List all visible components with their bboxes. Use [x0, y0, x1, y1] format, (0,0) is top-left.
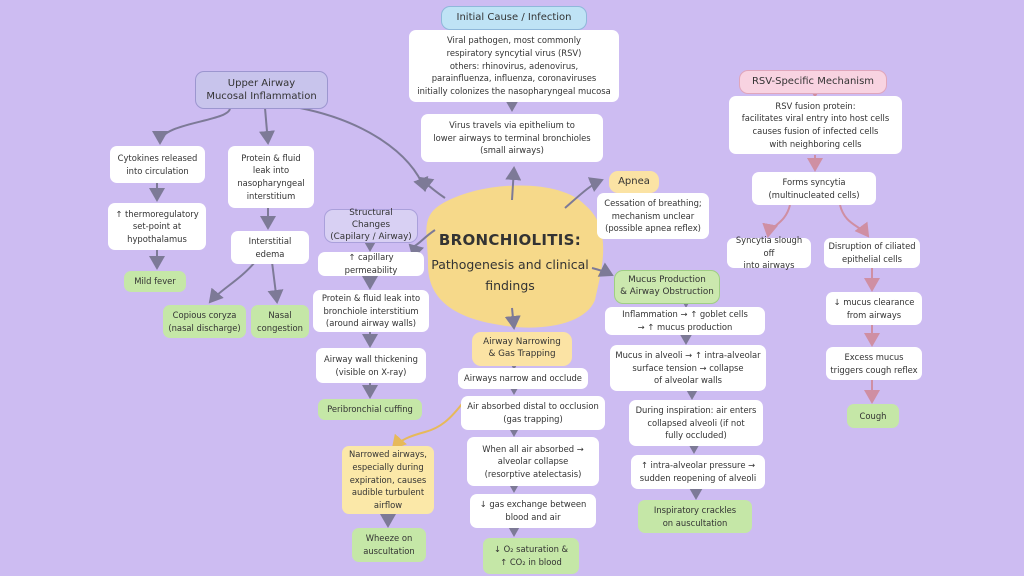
oxygen-saturation-box: ↓ O₂ saturation & ↑ CO₂ in blood	[483, 538, 579, 574]
mucus-clearance-box: ↓ mucus clearance from airways	[826, 292, 922, 325]
mild-fever-box: Mild fever	[124, 271, 186, 292]
wall-thickening-box: Airway wall thickening (visible on X-ray…	[316, 348, 426, 383]
coryza-box: Copious coryza (nasal discharge)	[163, 305, 246, 338]
alveolar-pressure-box: ↑ intra-alveolar pressure → sudden reope…	[631, 455, 765, 489]
inspiration-box: During inspiration: air enters collapsed…	[629, 400, 763, 446]
inflammation-goblet-box: Inflammation → ↑ goblet cells → ↑ mucus …	[605, 307, 765, 335]
central-subtitle: Pathogenesis and clinical findings	[431, 256, 589, 293]
airway-narrowing-header: Airway Narrowing & Gas Trapping	[472, 332, 572, 366]
protein-fluid-nasal-box: Protein & fluid leak into nasopharyngeal…	[228, 146, 314, 208]
bronchiole-leak-box: Protein & fluid leak into bronchiole int…	[313, 290, 429, 332]
resorptive-atelectasis-box: When all air absorbed → alveolar collaps…	[467, 437, 599, 486]
rsv-fusion-box: RSV fusion protein: facilitates viral en…	[729, 96, 902, 154]
upper-airway-header: Upper Airway Mucosal Inflammation	[195, 71, 328, 109]
inspiratory-crackles-box: Inspiratory crackles on auscultation	[638, 500, 752, 533]
forms-syncytia-box: Forms syncytia (multinucleated cells)	[752, 172, 876, 205]
central-topic: BRONCHIOLITIS: Pathogenesis and clinical…	[430, 228, 590, 296]
nasal-congestion-box: Nasal congestion	[251, 305, 309, 338]
rsv-mechanism-header: RSV-Specific Mechanism	[739, 70, 887, 94]
virus-travels-box: Virus travels via epithelium to lower ai…	[421, 114, 603, 162]
viral-pathogen-box: Viral pathogen, most commonly respirator…	[409, 30, 619, 102]
ciliated-disruption-box: Disruption of ciliated epithelial cells	[824, 238, 920, 268]
gas-trapping-box: Air absorbed distal to occlusion (gas tr…	[461, 396, 605, 430]
structural-changes-header: Structural Changes (Capilary / Airway)	[324, 208, 418, 243]
mucus-alveoli-box: Mucus in alveoli → ↑ intra-alveolar surf…	[610, 345, 766, 391]
excess-mucus-box: Excess mucus triggers cough reflex	[826, 347, 922, 380]
central-title: BRONCHIOLITIS:	[438, 231, 582, 249]
initial-cause-header: Initial Cause / Infection	[441, 6, 587, 30]
wheeze-box: Wheeze on auscultation	[352, 528, 426, 562]
cough-box: Cough	[847, 404, 899, 428]
center-blob	[426, 185, 604, 328]
apnea-header: Apnea	[609, 171, 659, 193]
cytokines-box: Cytokines released into circulation	[110, 146, 205, 183]
thermoregulatory-box: ↑ thermoregulatory set-point at hypothal…	[108, 203, 206, 250]
airways-occlude-box: Airways narrow and occlude	[458, 368, 588, 389]
apnea-description-box: Cessation of breathing; mechanism unclea…	[597, 193, 709, 239]
capillary-permeability-box: ↑ capillary permeability	[318, 252, 424, 276]
peribronchial-cuffing-box: Peribronchial cuffing	[318, 399, 422, 420]
gas-exchange-box: ↓ gas exchange between blood and air	[470, 494, 596, 528]
interstitial-edema-box: Interstitial edema	[231, 231, 309, 264]
mucus-production-header: Mucus Production & Airway Obstruction	[614, 270, 720, 304]
syncytia-slough-box: Syncytia slough off into airways	[727, 235, 811, 270]
turbulent-airflow-box: Narrowed airways, especially during expi…	[342, 446, 434, 514]
